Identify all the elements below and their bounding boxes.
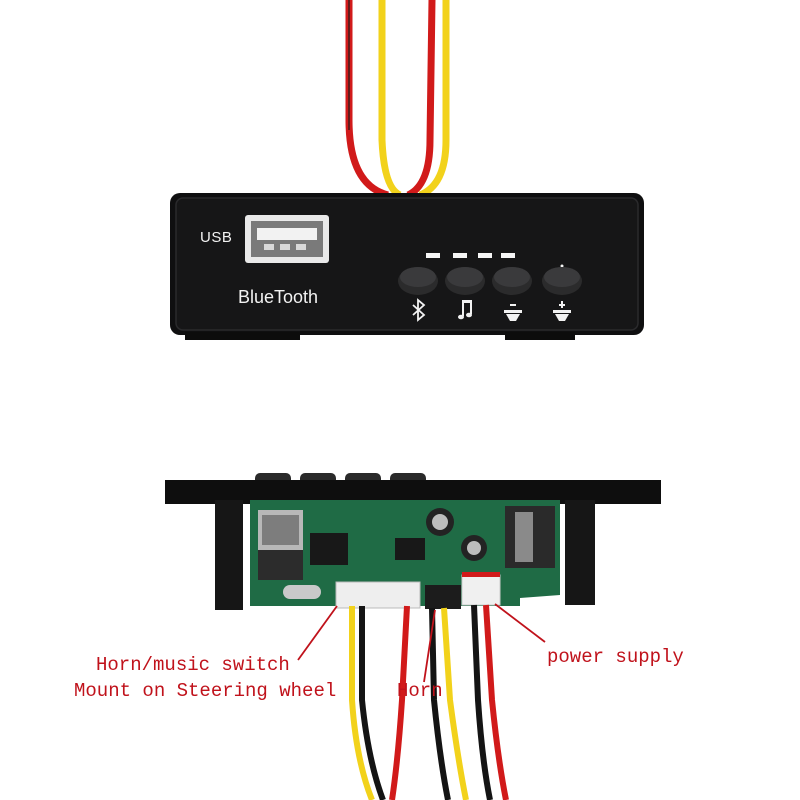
- annotation-horn-music-switch: Horn/music switch: [96, 654, 290, 676]
- usb-port: [245, 215, 329, 263]
- annotation-arrows: [297, 603, 546, 683]
- bluetooth-icon: [412, 298, 426, 322]
- annotation-horn: Horn: [397, 680, 443, 702]
- bottom-wires: [349, 604, 509, 800]
- front-button-2[interactable]: [445, 267, 485, 295]
- front-button-4[interactable]: [542, 267, 582, 295]
- top-wires: [345, 0, 450, 199]
- annotation-mount-steering: Mount on Steering wheel: [74, 680, 337, 702]
- back-panel: [165, 473, 661, 610]
- volume-up-icon: [553, 301, 571, 321]
- usb-label: USB: [200, 229, 233, 246]
- brand-label: BlueTooth: [238, 287, 319, 307]
- front-button-1[interactable]: [398, 267, 438, 295]
- volume-down-icon: [504, 304, 522, 321]
- annotation-power-supply: power supply: [547, 646, 684, 668]
- music-note-icon: [458, 300, 472, 320]
- front-panel: [170, 193, 644, 340]
- front-button-3[interactable]: [492, 267, 532, 295]
